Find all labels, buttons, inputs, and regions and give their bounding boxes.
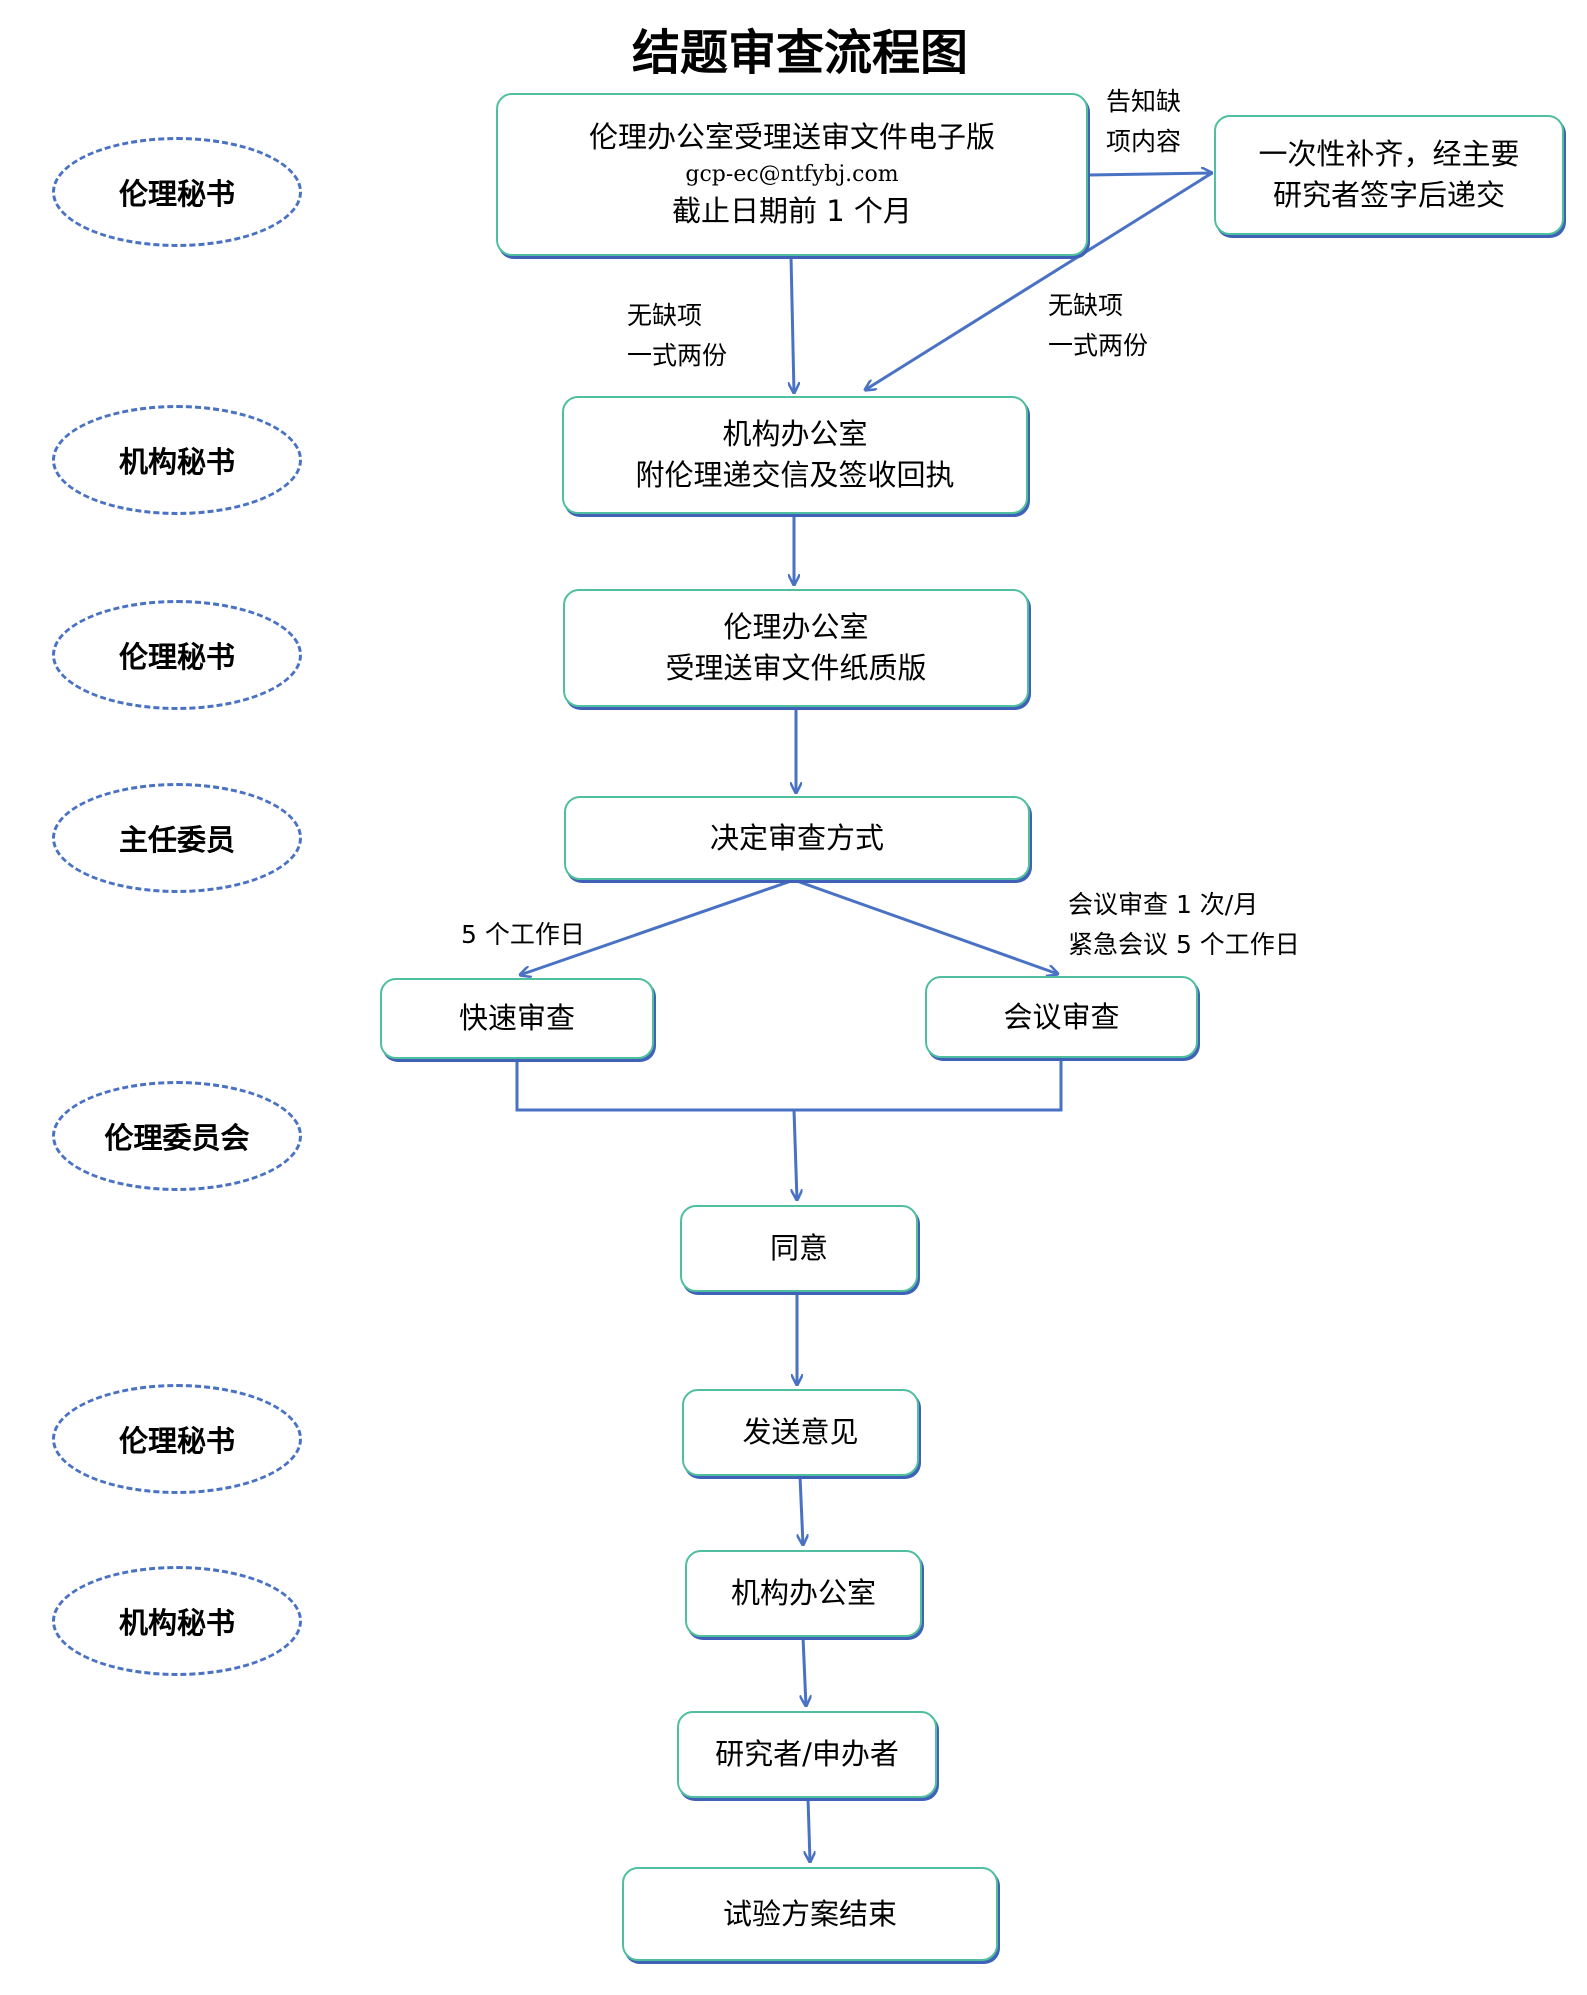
node-decide-method: 决定审查方式 xyxy=(564,796,1030,880)
node-send-opinion-label: 发送意见 xyxy=(742,1415,859,1450)
label-no-missing-left: 无缺项 一式两份 xyxy=(627,296,727,376)
label-notify-missing-line1: 告知缺 xyxy=(1106,87,1182,116)
node-trial-end: 试验方案结束 xyxy=(622,1867,998,1961)
node-decide-method-label: 决定审查方式 xyxy=(709,820,884,855)
label-no-missing-right-line2: 一式两份 xyxy=(1048,331,1149,360)
node-approve: 同意 xyxy=(680,1205,918,1292)
label-no-missing-right: 无缺项 一式两份 xyxy=(1048,286,1148,366)
edge-receive-to-institution xyxy=(791,255,794,393)
node-meeting-review: 会议审查 xyxy=(925,976,1198,1058)
node-fast-review: 快速审查 xyxy=(380,978,654,1059)
node-institution-office-line2: 附伦理递交信及签收回执 xyxy=(635,458,955,492)
node-researcher-sponsor-label: 研究者/申办者 xyxy=(715,1737,899,1772)
label-no-missing-left-line2: 一式两份 xyxy=(627,341,728,370)
role-institution-secretary-1: 机构秘书 xyxy=(52,405,302,515)
node-supplement-line1: 一次性补齐，经主要 xyxy=(1258,137,1520,172)
label-notify-missing-line2: 项内容 xyxy=(1106,127,1182,156)
label-no-missing-right-line1: 无缺项 xyxy=(1048,291,1124,320)
node-receive-paper-line2: 受理送审文件纸质版 xyxy=(665,651,927,685)
node-receive-electronic-email: gcp-ec@ntfybj.com xyxy=(685,162,899,187)
label-meeting-freq-line2: 紧急会议 5 个工作日 xyxy=(1068,930,1300,959)
node-receive-electronic-line1: 伦理办公室受理送审文件电子版 xyxy=(588,120,995,155)
label-no-missing-left-line1: 无缺项 xyxy=(627,301,703,330)
node-receive-paper-line1: 伦理办公室 xyxy=(723,610,869,645)
edge-merge-bracket xyxy=(515,1058,1063,1112)
node-receive-electronic-line3: 截止日期前 1 个月 xyxy=(672,194,912,228)
node-institution-office: 机构办公室 附伦理递交信及签收回执 xyxy=(562,396,1028,514)
node-supplement-line2: 研究者签字后递交 xyxy=(1272,178,1505,212)
node-institution-office-2: 机构办公室 xyxy=(685,1550,922,1637)
role-institution-secretary-2: 机构秘书 xyxy=(52,1566,302,1676)
label-meeting-freq: 会议审查 1 次/月 紧急会议 5 个工作日 xyxy=(1068,885,1300,965)
role-ethics-secretary-1: 伦理秘书 xyxy=(52,137,302,247)
node-receive-paper: 伦理办公室 受理送审文件纸质版 xyxy=(563,589,1029,707)
label-notify-missing: 告知缺 项内容 xyxy=(1106,82,1181,162)
node-receive-electronic: 伦理办公室受理送审文件电子版 gcp-ec@ntfybj.com 截止日期前 1… xyxy=(496,93,1088,256)
edge-decide-to-fast xyxy=(520,878,795,975)
page-title: 结题审查流程图 xyxy=(631,25,968,81)
node-researcher-sponsor: 研究者/申办者 xyxy=(677,1711,937,1798)
edge-merge-to-approve xyxy=(794,1109,797,1200)
edge-supplement-to-institution xyxy=(865,171,1213,390)
edge-receive-to-supplement xyxy=(1087,173,1212,175)
node-meeting-review-label: 会议审查 xyxy=(1003,999,1120,1034)
node-institution-office-2-label: 机构办公室 xyxy=(730,1576,876,1611)
node-fast-review-label: 快速审查 xyxy=(458,1001,575,1036)
label-meeting-freq-line1: 会议审查 1 次/月 xyxy=(1068,890,1259,919)
node-send-opinion: 发送意见 xyxy=(682,1389,919,1476)
role-ethics-secretary-3: 伦理秘书 xyxy=(52,1384,302,1494)
edge-decide-to-meeting xyxy=(793,878,1058,974)
label-fast-days: 5 个工作日 xyxy=(461,920,585,949)
edge-institution2-to-researcher xyxy=(803,1636,806,1706)
role-ethics-secretary-2: 伦理秘书 xyxy=(52,600,302,710)
edge-researcher-to-end xyxy=(808,1797,810,1862)
role-ethics-committee: 伦理委员会 xyxy=(52,1081,302,1191)
role-chief-member: 主任委员 xyxy=(52,783,302,893)
node-supplement: 一次性补齐，经主要 研究者签字后递交 xyxy=(1214,115,1564,235)
node-approve-label: 同意 xyxy=(769,1231,828,1266)
edge-send-to-institution2 xyxy=(800,1475,803,1545)
node-trial-end-label: 试验方案结束 xyxy=(722,1896,897,1931)
node-institution-office-line1: 机构办公室 xyxy=(722,417,868,452)
